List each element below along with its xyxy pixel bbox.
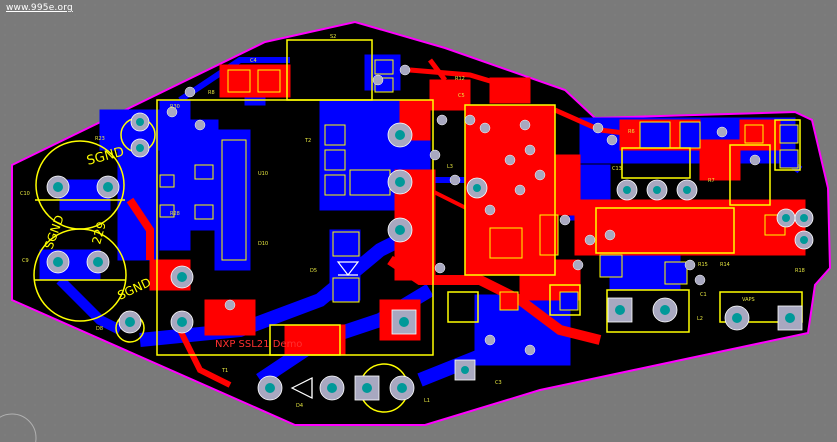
- label-r14: R14: [720, 262, 730, 268]
- label-d4: D4: [296, 403, 303, 409]
- label-r7: R7: [708, 178, 715, 184]
- label-u10: U10: [258, 171, 268, 177]
- label-d10: D10: [258, 241, 268, 247]
- label-r12: R12: [455, 76, 465, 82]
- label-c1: C1: [700, 292, 707, 298]
- label-c5: C5: [458, 93, 465, 99]
- silkscreen-layer: [33, 39, 803, 413]
- diode-symbols: [290, 261, 360, 399]
- label-t1: T1: [221, 368, 228, 374]
- label-s2: S2: [330, 34, 336, 40]
- vertical-mark-label: 229: [89, 220, 108, 246]
- label-d8: D8: [96, 326, 103, 332]
- through-hole-pads: [46, 112, 814, 401]
- label-r6: R6: [628, 129, 635, 135]
- label-c4: C4: [250, 58, 257, 64]
- label-l1: L1: [424, 398, 430, 404]
- label-c13: C13: [612, 166, 622, 172]
- label-vaps: VAPS: [742, 297, 755, 303]
- board-title-label: NXP SSL21 Demo: [215, 339, 302, 350]
- vias: [166, 64, 761, 356]
- label-r28: R28: [170, 211, 180, 217]
- label-c3: C3: [495, 380, 502, 386]
- label-r23: R23: [95, 136, 105, 142]
- label-c9: C9: [22, 258, 29, 264]
- watermark-link[interactable]: www.995e.org: [6, 3, 73, 13]
- label-t2: T2: [304, 138, 311, 144]
- label-r8: R8: [208, 90, 215, 96]
- view-navigator-circle[interactable]: [0, 413, 37, 442]
- label-c10: C10: [20, 191, 30, 197]
- label-r18: R18: [795, 268, 805, 274]
- label-d5: D5: [310, 268, 317, 274]
- label-r30: R30: [170, 104, 180, 110]
- label-r15: R15: [698, 262, 708, 268]
- label-l3: L3: [447, 164, 453, 170]
- label-l2: L2: [697, 316, 703, 322]
